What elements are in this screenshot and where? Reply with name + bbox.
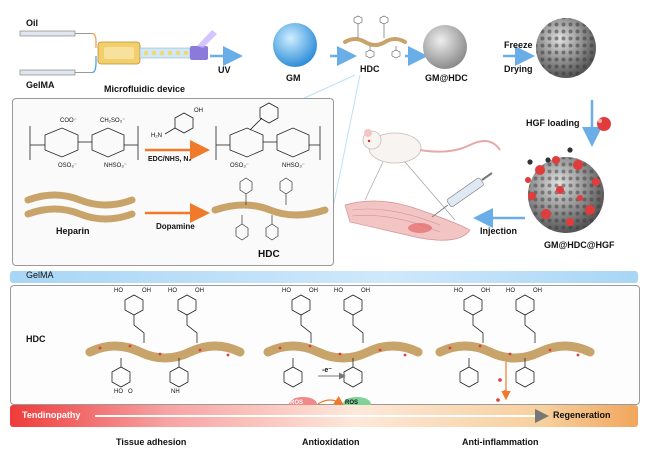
device-label: Microfluidic device [104, 84, 186, 94]
hdc-top-label: HDC [360, 64, 380, 74]
gm-label: GM [286, 73, 301, 83]
antiox-ho-1: HO [282, 288, 291, 294]
oil-label: Oil [26, 18, 39, 28]
microfluidic-device [97, 30, 217, 65]
antiinf-ho-1: HO [454, 288, 463, 294]
antiinf-oh-1: OH [481, 288, 490, 294]
coo-label: COO⁻ [60, 118, 77, 124]
heparin-label: Heparin [56, 226, 90, 236]
ros-label: ROS [290, 400, 304, 406]
dopamine-oh-label: OH [194, 108, 203, 114]
hdc-structure [215, 102, 321, 160]
oil-syringe [19, 30, 97, 48]
hgf-drop-icon [597, 117, 611, 131]
electron-label: -e⁻ [322, 367, 332, 374]
h2n-label: H₂N [151, 133, 162, 139]
hdc-bottom-label: HDC [26, 334, 46, 344]
hgf-loading-label: HGF loading [526, 118, 580, 128]
gm-hdc-hgf-microsphere [525, 147, 604, 233]
antiox-oh-2: OH [361, 288, 370, 294]
reagent-label: EDC/NHS, N₂ [148, 156, 192, 163]
hdc-synth-label: HDC [258, 249, 280, 260]
hdc-oso3-label: OSO₃⁻ [230, 163, 249, 169]
antioxidation-label: Antioxidation [302, 437, 360, 447]
regeneration-label: Regeneration [553, 410, 611, 420]
tissue-adhesion-label: Tissue adhesion [116, 437, 187, 447]
gelma-input-label: GelMA [26, 80, 55, 90]
gelma-syringe [19, 56, 97, 76]
oso3-label: OSO₃⁻ [58, 163, 77, 169]
antiinf-oh-2: OH [533, 288, 542, 294]
ros-green-label: ROS [345, 400, 359, 406]
nhso3-label: NHSO₃⁻ [104, 163, 127, 169]
gelma-layer-label: GelMA [26, 270, 54, 280]
tendinopathy-label: Tendinopathy [22, 410, 81, 420]
freeze-label: Freeze [504, 40, 533, 50]
dopamine-label: Dopamine [156, 222, 195, 231]
antiox-ho-2: HO [334, 288, 343, 294]
heparin-structure [29, 126, 139, 160]
adhesion-ho-3: HO [114, 389, 123, 395]
hdc-chain-small [343, 15, 407, 59]
tendon-tissue [344, 161, 471, 241]
ch2oso3-label: CH₂SO₃⁻ [100, 118, 126, 124]
heparin-chain [24, 191, 136, 223]
dopamine-structure [164, 112, 194, 135]
injection-syringe [431, 172, 493, 218]
antiinf-ho-2: HO [506, 288, 515, 294]
adhesion-o-label: O [128, 389, 133, 395]
mouse-illustration [362, 129, 501, 164]
hdc-chain [211, 177, 329, 241]
hdc-nhso3-label: NHSO₃⁻ [282, 163, 305, 169]
drying-label: Drying [504, 64, 533, 74]
gelma-layer-bar [10, 271, 638, 283]
injection-label: Injection [480, 226, 518, 236]
final-product-label: GM@HDC@HGF [544, 240, 615, 250]
adhesion-nh-label: NH [171, 389, 180, 395]
adhesion-ho-2: HO [168, 288, 177, 294]
anti-inflammation-label: Anti-inflammation [462, 437, 539, 447]
adhesion-oh-2: OH [195, 288, 204, 294]
hdc-chain-adhesion [85, 341, 245, 363]
hdc-chain-anti-inflammation [435, 341, 595, 363]
gm-hdc-microsphere [423, 25, 467, 69]
porous-microsphere [536, 18, 596, 78]
uv-label: UV [218, 65, 231, 75]
hdc-chain-antioxidation [263, 341, 423, 363]
adhesion-ho-1: HO [114, 288, 123, 294]
antiox-oh-1: OH [309, 288, 318, 294]
gm-microsphere [273, 23, 317, 67]
adhesion-oh-1: OH [142, 288, 151, 294]
gm-hdc-label: GM@HDC [425, 73, 468, 83]
